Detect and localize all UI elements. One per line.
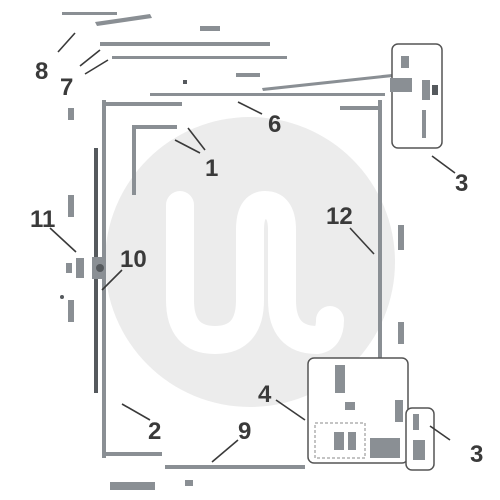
- inset-box-small: [405, 407, 435, 471]
- part-8-strip: [62, 12, 152, 26]
- small-part: [398, 225, 404, 250]
- watermark-logo: [105, 117, 395, 407]
- callout-6: 6: [268, 111, 282, 138]
- part-6-rod: [150, 74, 393, 96]
- small-part: [398, 322, 404, 344]
- inset-box-large: [307, 357, 409, 464]
- callout-3-top: 3: [455, 170, 469, 197]
- bottom-bracket: [110, 482, 155, 490]
- part-9-rod: [165, 465, 305, 469]
- inset-box-top: [390, 43, 443, 149]
- small-connector: [200, 26, 220, 31]
- small-part: [236, 73, 260, 77]
- callout-1: 1: [205, 155, 219, 182]
- callout-10: 10: [120, 246, 147, 273]
- small-part: [185, 480, 193, 486]
- part-10-gearbox: [92, 257, 106, 279]
- left-small-parts: [60, 108, 84, 322]
- callout-8: 8: [35, 58, 49, 85]
- part-2-corner: [102, 398, 162, 458]
- leader-lines: [49, 32, 456, 463]
- small-part: [183, 80, 187, 84]
- part-7-bars: [100, 42, 287, 59]
- callout-11: 11: [30, 206, 56, 233]
- part-12-rail: [340, 100, 382, 360]
- callout-3-bottom: 3: [470, 441, 484, 468]
- callout-2: 2: [148, 418, 162, 445]
- callout-7: 7: [60, 74, 74, 101]
- callout-4: 4: [258, 381, 272, 408]
- callout-9: 9: [238, 418, 252, 445]
- callout-12: 12: [326, 203, 353, 230]
- part-1-corner: [132, 125, 177, 195]
